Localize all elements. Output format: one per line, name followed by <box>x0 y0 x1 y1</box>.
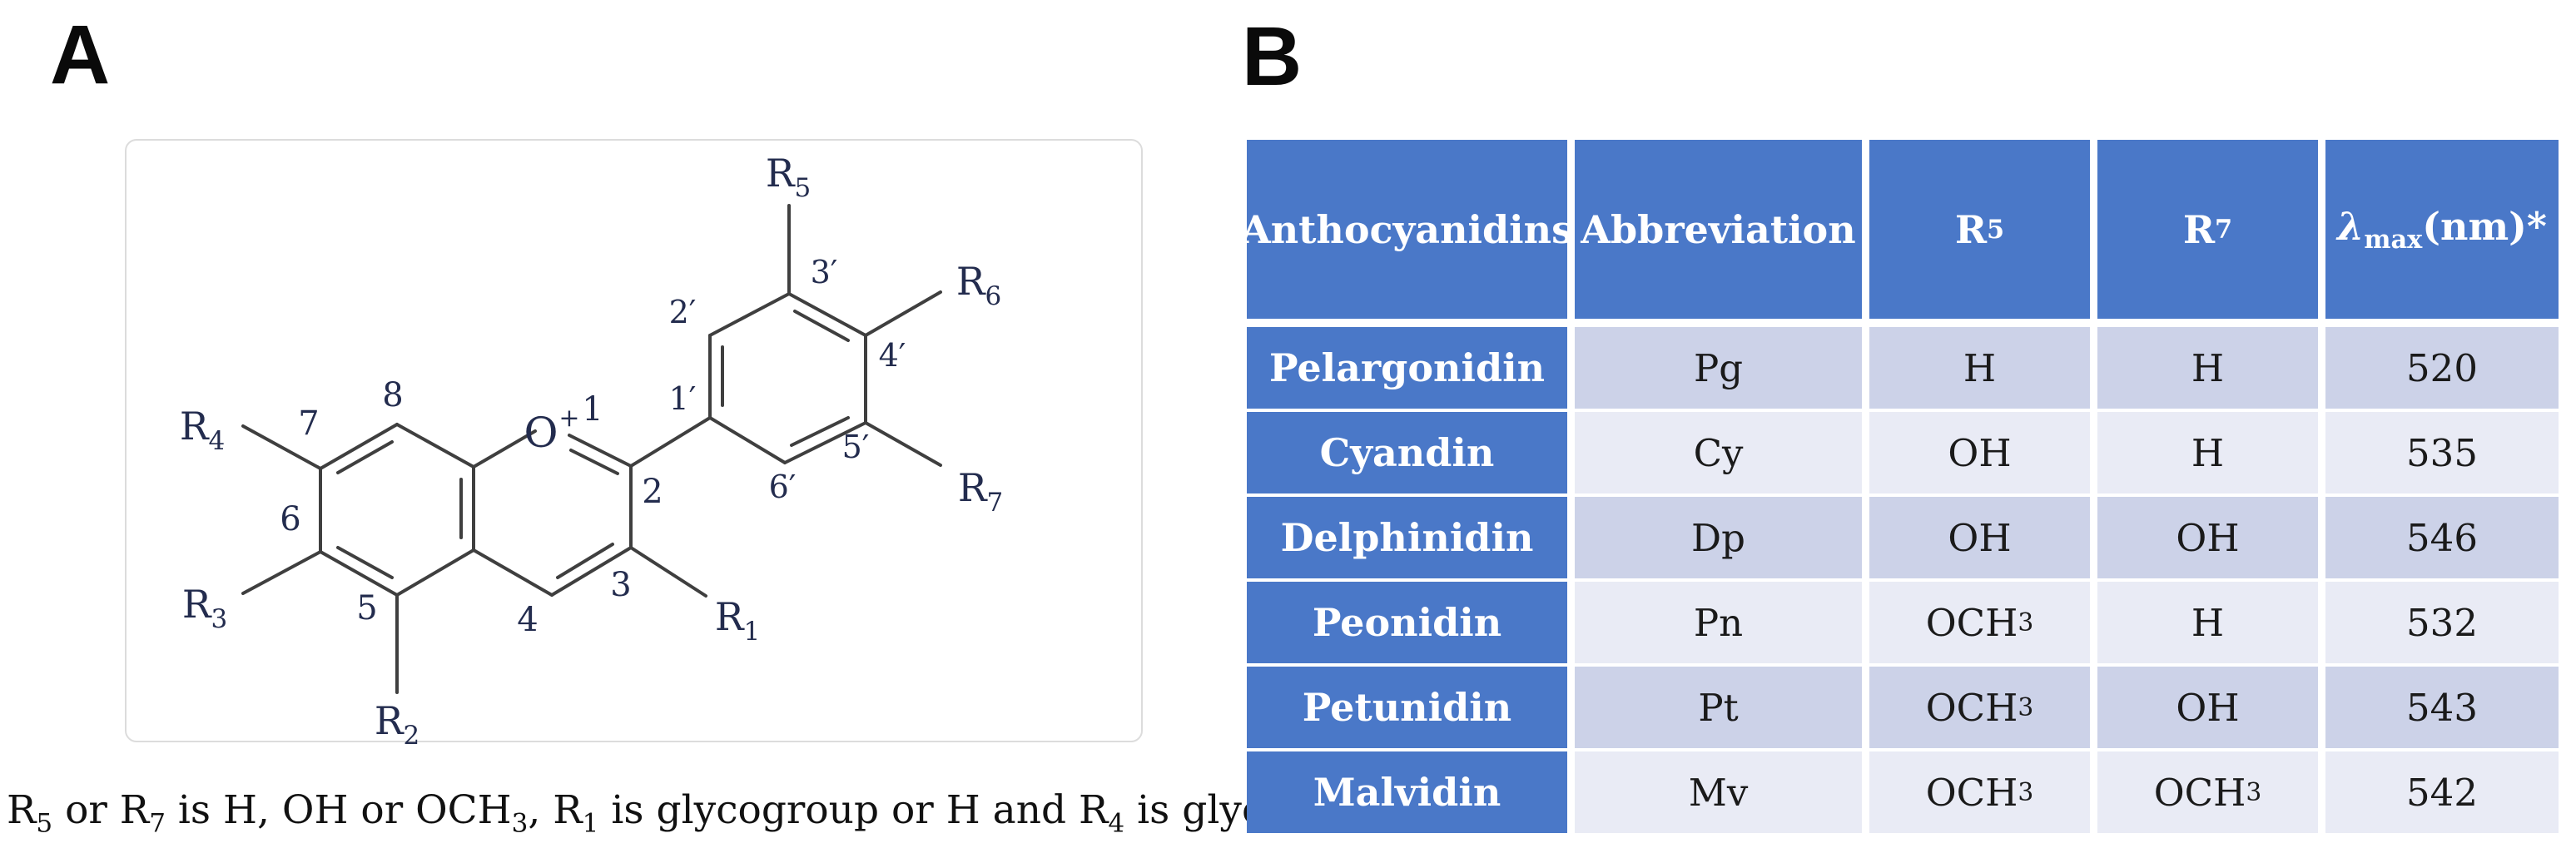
value-cell: Pt <box>1575 667 1862 748</box>
atom-label: R4 <box>180 404 225 456</box>
value-cell: 520 <box>2325 327 2559 409</box>
bond-lines <box>241 204 942 694</box>
lambda-subscript: max <box>2364 225 2423 255</box>
atom-label: R5 <box>766 151 811 203</box>
value-cell: H <box>2097 412 2318 493</box>
atom-label: + <box>558 404 579 433</box>
atom-label: R2 <box>375 698 419 751</box>
atom-label: 3 <box>610 566 631 604</box>
header-anthocyanidins: Anthocyanidins <box>1241 140 1573 319</box>
structure-caption: R5 or R7 is H, OH or OCH3, R1 is glycogr… <box>7 787 1538 839</box>
value-cell: Dp <box>1575 497 1862 578</box>
atom-label: R1 <box>715 594 760 647</box>
value-cell: OH <box>2097 497 2318 578</box>
atom-label: R3 <box>182 582 227 634</box>
value-cell: Pg <box>1575 327 1862 409</box>
atom-label: 1 <box>582 390 603 429</box>
row-name-cell: Cyandin <box>1247 412 1567 493</box>
structure-border-box <box>125 139 1143 742</box>
header-lambda-max: λmax(nm)* <box>2325 140 2559 319</box>
value-cell: OH <box>1869 497 2090 578</box>
value-cell: 532 <box>2325 582 2559 663</box>
atom-label: 4′ <box>879 337 906 374</box>
row-name-cell: Petunidin <box>1247 667 1567 748</box>
header-abbreviation: Abbreviation <box>1575 140 1862 319</box>
atom-label: 5′ <box>842 429 870 465</box>
value-cell: H <box>2097 327 2318 409</box>
lambda-units: (nm)* <box>2422 203 2547 249</box>
atom-label: 3′ <box>811 254 838 290</box>
value-cell: 542 <box>2325 751 2559 833</box>
value-cell: Pn <box>1575 582 1862 663</box>
atom-label: 5 <box>356 589 377 627</box>
atom-label: 7 <box>298 404 319 443</box>
value-cell: OH <box>1869 412 2090 493</box>
value-cell: 546 <box>2325 497 2559 578</box>
value-cell: 535 <box>2325 412 2559 493</box>
atom-label: 6′ <box>769 469 797 505</box>
atom-label: O <box>524 409 558 457</box>
atom-label: 1′ <box>669 380 697 417</box>
atom-label: 6 <box>280 500 300 538</box>
row-name-cell: Peonidin <box>1247 582 1567 663</box>
panel-b-label: B <box>1242 10 1303 103</box>
atom-label: 4 <box>517 601 538 639</box>
atom-label: R6 <box>956 259 1001 311</box>
atom-label: 2 <box>642 473 663 511</box>
atom-label: 2′ <box>669 294 697 330</box>
row-name-cell: Pelargonidin <box>1247 327 1567 409</box>
value-cell: OH <box>2097 667 2318 748</box>
row-name-cell: Delphinidin <box>1247 497 1567 578</box>
value-cell: H <box>1869 327 2090 409</box>
atom-label: 8 <box>382 376 403 414</box>
panel-a-label: A <box>50 8 111 102</box>
atom-label: R7 <box>958 465 1003 518</box>
value-cell: H <box>2097 582 2318 663</box>
value-cell: Mv <box>1575 751 1862 833</box>
value-cell: Cy <box>1575 412 1862 493</box>
lambda-symbol: λ <box>2337 203 2365 249</box>
value-cell: 543 <box>2325 667 2559 748</box>
row-name-cell: Malvidin <box>1247 751 1567 833</box>
